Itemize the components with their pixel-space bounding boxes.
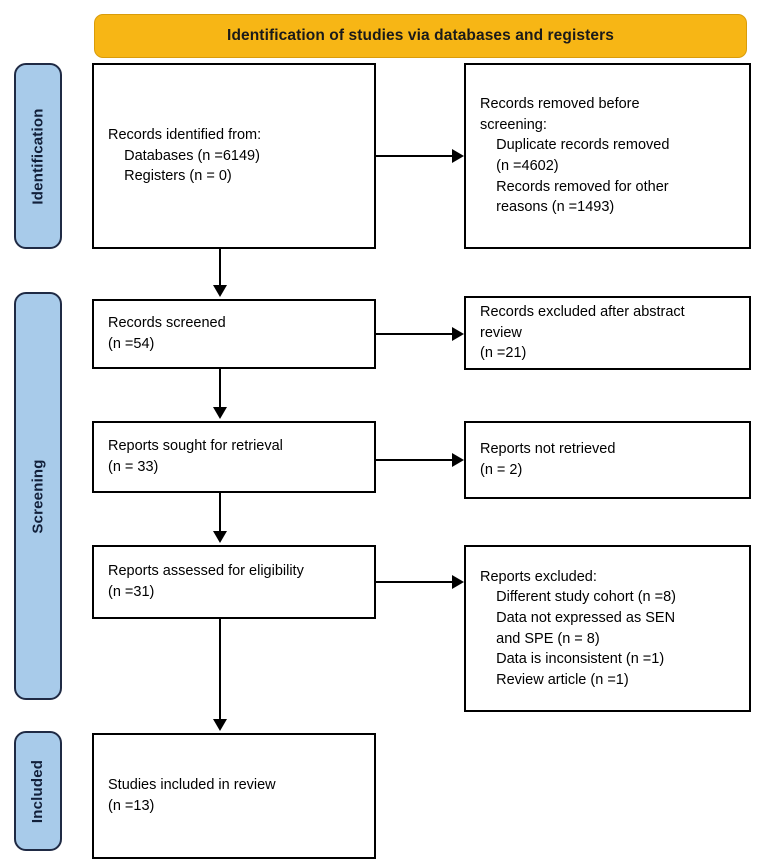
diagram-header-banner: Identification of studies via databases … [94, 14, 747, 58]
phase-label-included: Included [29, 759, 47, 823]
node-records-removed-text: Records removed before screening: Duplic… [480, 96, 670, 216]
banner-title: Identification of studies via databases … [227, 27, 614, 44]
edge-sought-to-notretrieved-line [376, 459, 454, 461]
node-records-screened: Records screened (n =54) [92, 299, 376, 369]
phase-bar-screening: Screening [14, 292, 62, 700]
phase-bar-included: Included [14, 731, 62, 851]
phase-label-identification: Identification [29, 107, 47, 205]
edge-identified-to-screened-line [219, 249, 221, 287]
node-records-excluded-abstract: Records excluded after abstract review (… [464, 296, 751, 370]
node-reports-excluded-text: Reports excluded: Different study cohort… [480, 568, 676, 688]
edge-sought-to-assessed-line [219, 493, 221, 533]
edge-sought-to-notretrieved-arrow [452, 453, 464, 467]
phase-label-screening: Screening [29, 458, 47, 534]
edge-screened-to-sought-line [219, 369, 221, 409]
edge-sought-to-assessed-arrow [213, 531, 227, 543]
node-reports-sought: Reports sought for retrieval (n = 33) [92, 421, 376, 493]
node-reports-excluded: Reports excluded: Different study cohort… [464, 545, 751, 712]
node-studies-included: Studies included in review (n =13) [92, 733, 376, 859]
node-studies-included-text: Studies included in review (n =13) [108, 777, 276, 814]
edge-identified-to-screened-arrow [213, 285, 227, 297]
node-records-removed: Records removed before screening: Duplic… [464, 63, 751, 249]
edge-screened-to-excluded-arrow [452, 327, 464, 341]
phase-bar-identification: Identification [14, 63, 62, 249]
edge-assessed-to-excludedreports-arrow [452, 575, 464, 589]
node-records-excluded-abstract-text: Records excluded after abstract review (… [480, 304, 685, 362]
node-reports-not-retrieved-text: Reports not retrieved (n = 2) [480, 441, 616, 478]
node-records-screened-text: Records screened (n =54) [108, 315, 226, 352]
edge-assessed-to-included-line [219, 619, 221, 721]
node-reports-assessed-text: Reports assessed for eligibility (n =31) [108, 563, 304, 600]
edge-screened-to-excluded-line [376, 333, 454, 335]
node-records-identified: Records identified from: Databases (n =6… [92, 63, 376, 249]
edge-assessed-to-excludedreports-line [376, 581, 454, 583]
edge-assessed-to-included-arrow [213, 719, 227, 731]
edge-screened-to-sought-arrow [213, 407, 227, 419]
edge-identified-to-removed-arrow [452, 149, 464, 163]
node-reports-assessed: Reports assessed for eligibility (n =31) [92, 545, 376, 619]
node-reports-not-retrieved: Reports not retrieved (n = 2) [464, 421, 751, 499]
node-reports-sought-text: Reports sought for retrieval (n = 33) [108, 438, 283, 475]
node-records-identified-text: Records identified from: Databases (n =6… [108, 127, 262, 185]
edge-identified-to-removed-line [376, 155, 454, 157]
